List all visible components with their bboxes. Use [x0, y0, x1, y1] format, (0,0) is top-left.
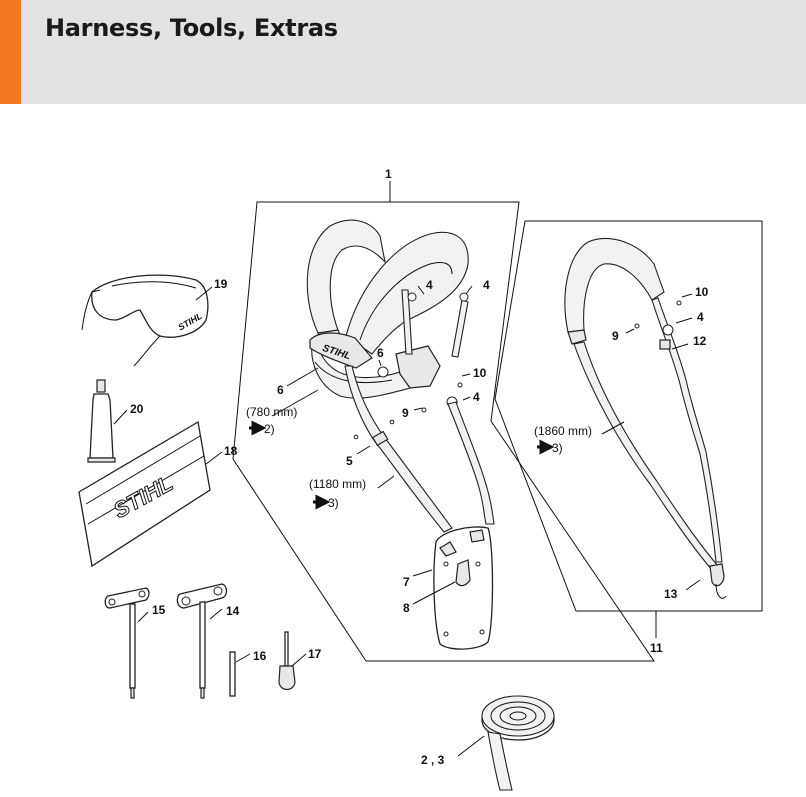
t-wrench-small: [104, 587, 150, 699]
callout-17: 17: [308, 647, 322, 661]
callout-5: 5: [346, 454, 353, 468]
single-strap-ref: 3): [552, 441, 563, 455]
single-strap-length: (1860 mm): [534, 424, 592, 438]
single-strap-frame: [494, 220, 763, 638]
callout-11: 11: [650, 641, 663, 655]
t-wrench-large: [176, 583, 228, 699]
callout-6-a: 6: [277, 383, 284, 397]
page-title: Harness, Tools, Extras: [45, 14, 338, 42]
screwdriver: [278, 631, 296, 691]
shoulder-strap-length: (1180 mm): [309, 477, 366, 491]
callout-15: 15: [152, 603, 166, 617]
grease-tube: [87, 379, 116, 463]
harness-frame: [232, 181, 655, 662]
callout-10-r: 10: [695, 285, 709, 299]
page-header: Harness, Tools, Extras: [0, 0, 806, 104]
strap-roll: [481, 695, 555, 791]
callout-7: 7: [403, 575, 410, 589]
callout-2-3: 2 , 3: [421, 753, 445, 767]
callout-8: 8: [403, 601, 410, 615]
callout-19: 19: [214, 277, 228, 291]
callout-9-a: 9: [402, 406, 409, 420]
waist-strap-ref: 2): [264, 422, 275, 436]
callout-4-r: 4: [697, 310, 704, 324]
callout-14: 14: [226, 604, 240, 618]
callout-9-r: 9: [612, 329, 619, 343]
callout-18: 18: [224, 444, 238, 458]
callout-13: 13: [664, 587, 678, 601]
callout-6-b: 6: [377, 346, 384, 360]
safety-glasses: STIHL: [81, 274, 209, 367]
callout-10-a: 10: [473, 366, 487, 380]
tool-pouch: STIHL: [78, 420, 211, 568]
full-harness-drawing: STIHL: [306, 219, 495, 650]
pin: [229, 651, 236, 697]
single-strap-drawing: [564, 237, 727, 599]
shoulder-strap-ref: 3): [328, 496, 339, 510]
parts-diagram: 1 STIHL: [78, 167, 763, 791]
header-accent-bar: [0, 0, 21, 104]
callout-4-a: 4: [426, 278, 433, 292]
callout-12: 12: [693, 334, 707, 348]
waist-strap-length: (780 mm): [246, 405, 297, 419]
callout-20: 20: [130, 402, 144, 416]
callout-4-c: 4: [473, 390, 480, 404]
callout-16: 16: [253, 649, 267, 663]
callout-4-b: 4: [483, 278, 490, 292]
callout-1: 1: [385, 167, 392, 181]
